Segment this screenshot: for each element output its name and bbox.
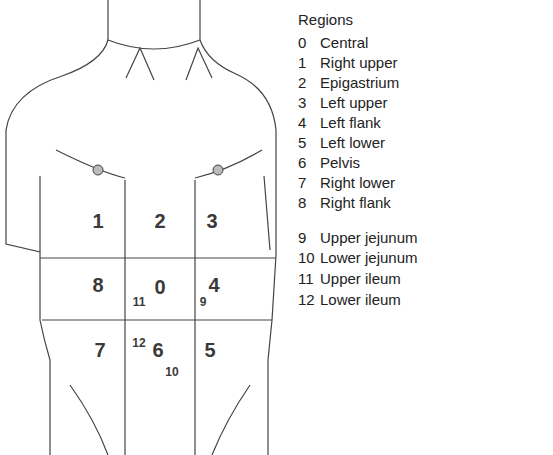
region-number: 1 — [92, 211, 103, 231]
legend-number: 6 — [298, 155, 306, 170]
chest-line — [56, 150, 125, 178]
region-number: 4 — [208, 275, 219, 295]
legend-number: 1 — [298, 55, 306, 70]
chest-line — [195, 150, 262, 178]
region-number: 8 — [92, 275, 103, 295]
groin-line — [70, 385, 108, 455]
grid-line — [42, 319, 272, 320]
legend-number: 0 — [298, 35, 306, 50]
legend-number: 9 — [298, 230, 306, 245]
legend-text: Pelvis — [320, 155, 360, 170]
legend-number: 8 — [298, 195, 306, 210]
region-number: 3 — [206, 211, 217, 231]
legend-text: Upper jejunum — [320, 230, 418, 245]
arm-line — [264, 176, 270, 250]
region-number: 11 — [133, 296, 146, 308]
torso-outline — [200, 0, 276, 455]
grid-line — [40, 257, 276, 258]
region-number: 10 — [165, 366, 178, 378]
region-number: 12 — [132, 337, 145, 349]
legend-text: Lower ileum — [320, 292, 401, 307]
legend-text: Lower jejunum — [320, 250, 418, 265]
legend-text: Left upper — [320, 95, 388, 110]
legend-text: Central — [320, 35, 368, 50]
legend-number: 11 — [298, 271, 314, 286]
legend-text: Left flank — [320, 115, 381, 130]
legend-text: Right lower — [320, 175, 395, 190]
legend-number: 12 — [298, 292, 315, 307]
legend-number: 2 — [298, 75, 306, 90]
region-number: 7 — [94, 340, 105, 360]
nipple — [213, 165, 223, 175]
clavicle-line — [126, 48, 154, 80]
legend-number: 10 — [298, 250, 315, 265]
legend-number: 5 — [298, 135, 306, 150]
region-number: 6 — [152, 340, 163, 360]
region-number: 9 — [200, 296, 207, 308]
arm-line — [39, 176, 40, 252]
legend-number: 4 — [298, 115, 306, 130]
torso-outline — [6, 0, 108, 455]
legend-text: Upper ileum — [320, 271, 401, 286]
legend-text: Right upper — [320, 55, 398, 70]
legend-text: Left lower — [320, 135, 385, 150]
collar-line — [108, 40, 200, 49]
region-number: 5 — [204, 340, 215, 360]
legend-title: Regions — [298, 12, 353, 27]
region-number: 0 — [154, 277, 165, 297]
region-number: 2 — [154, 211, 165, 231]
groin-line — [212, 385, 250, 455]
legend-text: Right flank — [320, 195, 391, 210]
legend-number: 3 — [298, 95, 306, 110]
grid-line — [194, 180, 195, 455]
grid-line — [124, 180, 125, 455]
legend-text: Epigastrium — [320, 75, 399, 90]
nipple — [93, 165, 103, 175]
legend-number: 7 — [298, 175, 306, 190]
clavicle-line — [186, 48, 212, 80]
